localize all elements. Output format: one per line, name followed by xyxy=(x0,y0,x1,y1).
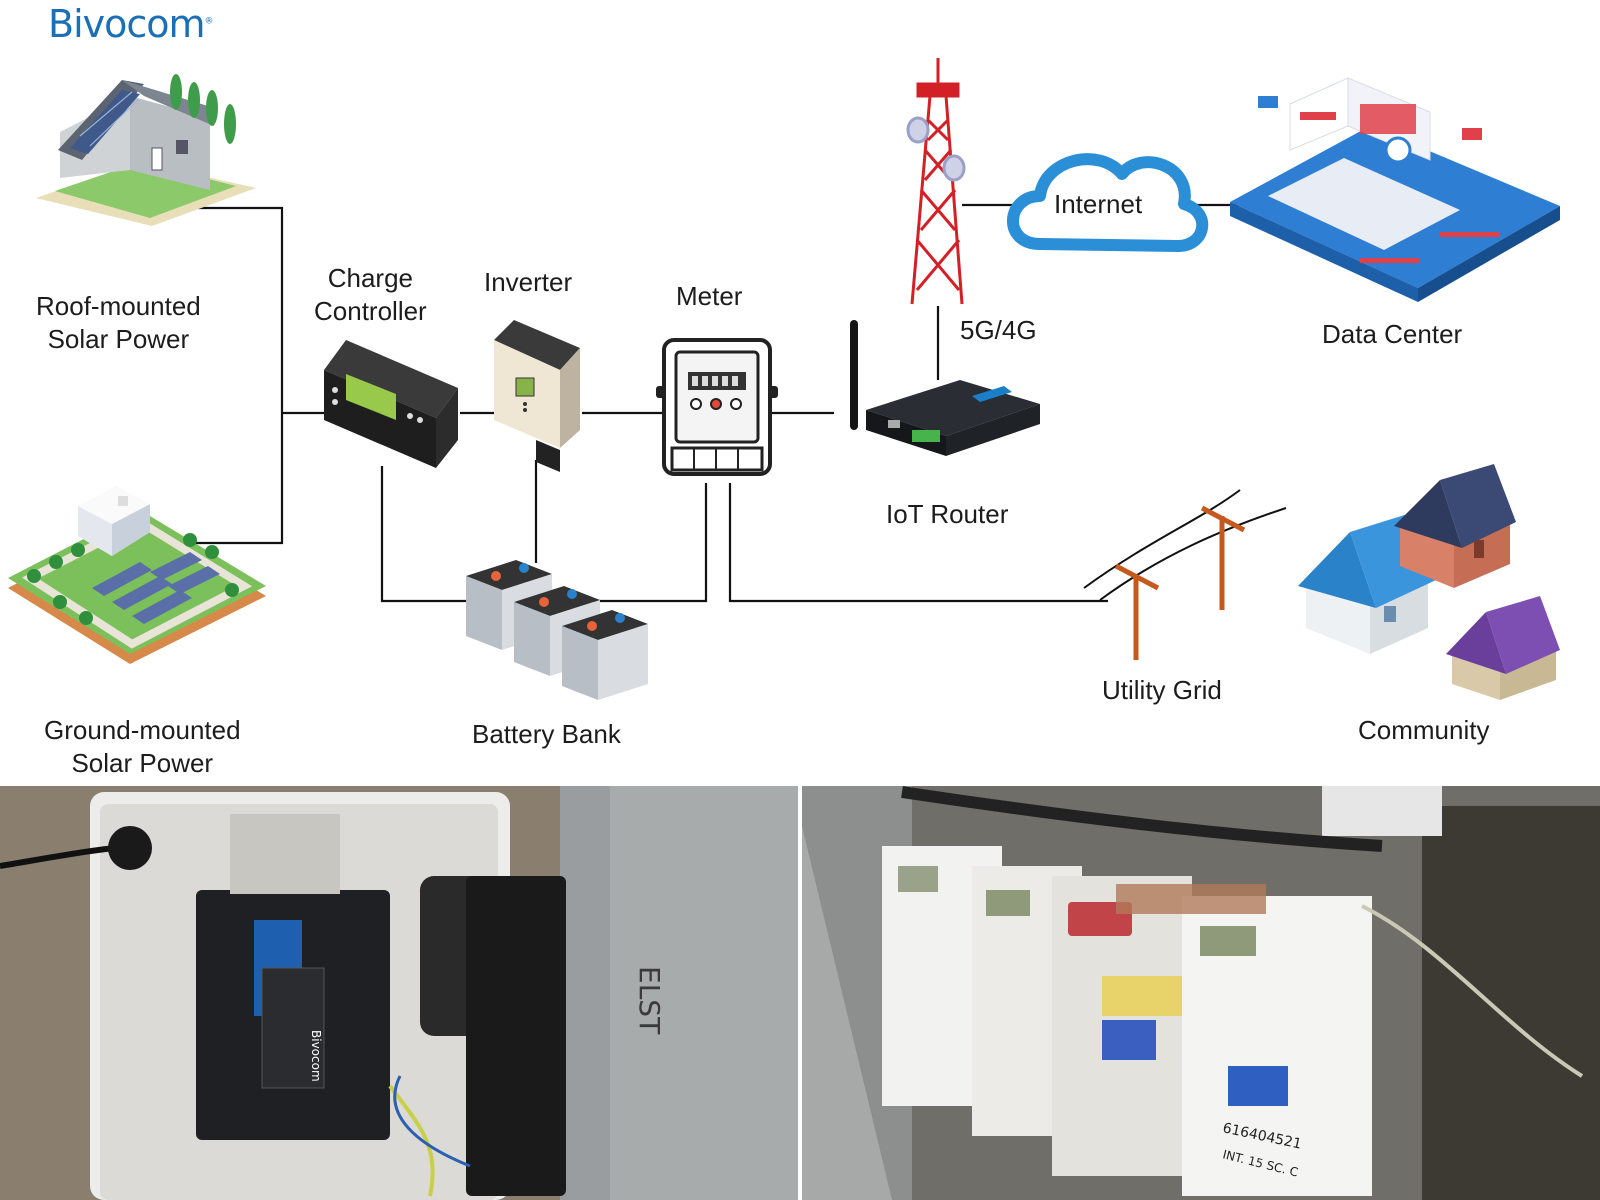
iot-router-label: IoT Router xyxy=(886,499,1009,529)
meter-label: Meter xyxy=(676,281,743,311)
inverter-label: Inverter xyxy=(484,267,573,297)
battery-bank-icon xyxy=(466,560,648,700)
internet-cloud-icon xyxy=(1007,153,1209,252)
meter-cabinet-image: 616404521 INT. 15 SC. C xyxy=(802,786,1600,1200)
utility-grid-icon xyxy=(1083,489,1287,660)
diagram-canvas xyxy=(8,58,1560,700)
utility-grid-label: Utility Grid xyxy=(1102,675,1222,705)
data-center-icon xyxy=(1230,77,1560,302)
cell-tower-icon xyxy=(906,58,966,305)
svg-text:Bivocom: Bivocom xyxy=(309,1030,323,1082)
charge-controller-icon xyxy=(324,340,458,468)
ground-solar-farm-icon xyxy=(8,486,266,664)
internet-label: Internet xyxy=(1054,189,1143,219)
house-red xyxy=(1394,464,1516,588)
meter-to-grid-line xyxy=(728,483,1108,603)
inverter-icon xyxy=(494,320,580,472)
meter-cabinet-photo: 616404521 INT. 15 SC. C xyxy=(802,786,1600,1200)
bivocom-logo: Bivocom® xyxy=(48,2,214,46)
community-label: Community xyxy=(1358,715,1490,745)
solar-iot-diagram: Bivocom® xyxy=(8,2,1560,778)
meter-icon xyxy=(656,338,778,476)
community-houses-icon xyxy=(1298,464,1560,700)
network-5g-4g-label: 5G/4G xyxy=(960,315,1037,345)
data-center-label: Data Center xyxy=(1322,319,1463,349)
router-installation-image: ELST Bivocom xyxy=(0,786,798,1200)
svg-text:ELST: ELST xyxy=(633,966,666,1035)
house-purple xyxy=(1446,596,1560,700)
roof-solar-house-icon xyxy=(36,74,256,226)
battery-3 xyxy=(562,610,648,700)
router-installation-photo: ELST Bivocom xyxy=(0,786,798,1200)
meter-3 xyxy=(1052,876,1192,1176)
iot-router-icon xyxy=(850,320,1040,456)
house-blue xyxy=(1298,512,1436,654)
meter-4: 616404521 INT. 15 SC. C xyxy=(1116,884,1372,1196)
battery-bank-label: Battery Bank xyxy=(472,719,621,749)
solar-bus-line xyxy=(175,206,284,545)
